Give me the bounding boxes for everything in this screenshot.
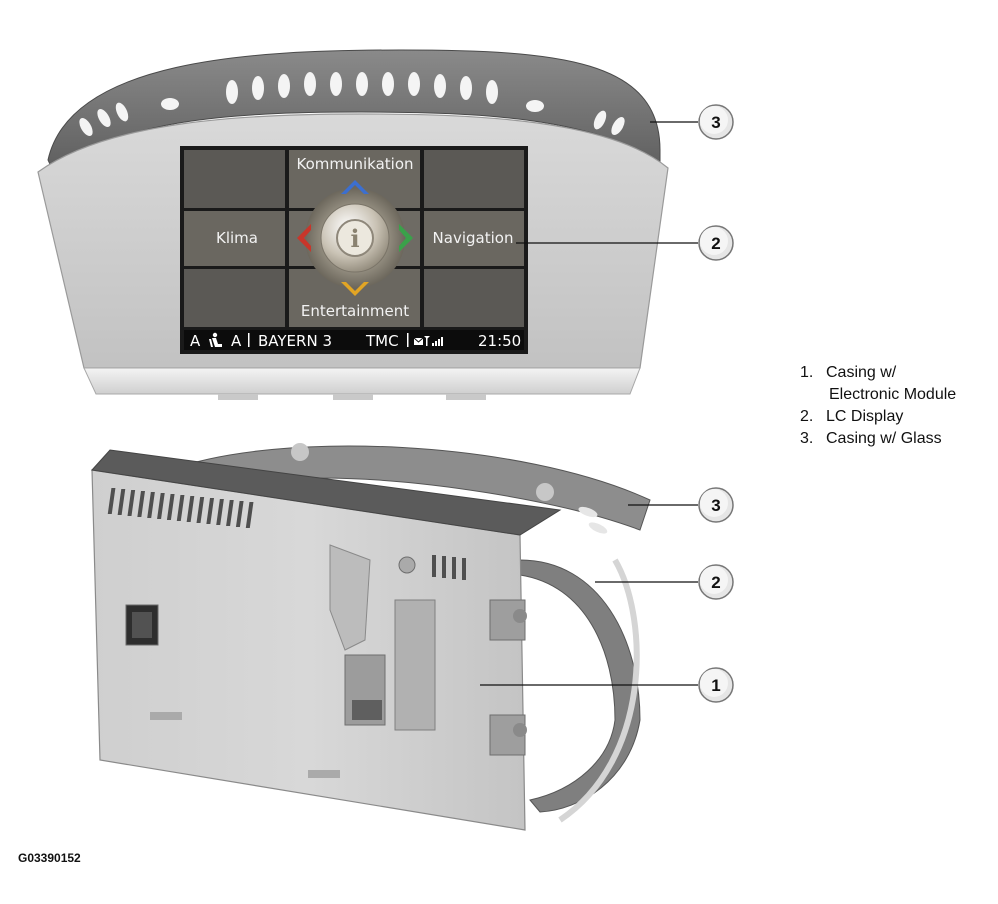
legend-item-2: 2.LC Display <box>800 408 904 425</box>
visor-casing <box>47 49 661 176</box>
menu-label-right: Navigation <box>433 229 514 247</box>
display-rear-view <box>91 443 651 831</box>
rear-latch-arm <box>329 544 371 651</box>
component-legend: 1.Casing w/ Electronic Module 2.LC Displ… <box>800 362 990 450</box>
status-station: BAYERN 3 <box>258 332 332 350</box>
callouts-top-view <box>516 121 698 244</box>
rear-module-bracket <box>394 599 436 731</box>
rear-foot <box>308 770 340 778</box>
menu-label-bottom: Entertainment <box>301 302 409 320</box>
trim-tab <box>218 394 258 400</box>
envelope-icon <box>413 337 424 345</box>
legend-item-1-continued: Electronic Module <box>829 386 957 403</box>
svg-text:i: i <box>350 224 359 253</box>
rear-glass-edge <box>558 558 640 823</box>
figure-id: G03390152 <box>18 851 81 865</box>
legend-item-3: 3.Casing w/ Glass <box>800 430 942 447</box>
arrow-down-icon <box>341 282 369 296</box>
svg-text:2: 2 <box>711 234 720 253</box>
rear-connector-inner <box>132 612 152 638</box>
lc-display-screen: i Kommunikation Klima Navigation Enterta… <box>180 146 528 354</box>
arrow-up-icon <box>341 180 369 194</box>
callout-badge-2-top: 2 <box>698 225 734 261</box>
visor-vents <box>79 72 625 137</box>
status-time: 21:50 <box>478 332 521 350</box>
status-tmc: TMC <box>365 332 399 350</box>
rear-display-arc <box>519 559 641 813</box>
status-right-a: A <box>231 332 242 350</box>
rear-housing-top <box>91 449 562 536</box>
seat-person-icon <box>209 332 222 347</box>
rear-housing-vents <box>107 488 466 580</box>
rear-screw <box>513 609 527 623</box>
rear-foot <box>150 712 182 720</box>
arrow-left-icon <box>297 224 311 252</box>
callout-badge-3-rear: 3 <box>698 487 734 523</box>
rear-screw <box>398 556 416 574</box>
callouts-rear-view <box>480 504 698 686</box>
trim-tab <box>446 394 486 400</box>
svg-text:2: 2 <box>711 573 720 592</box>
arrow-right-icon <box>399 224 413 252</box>
rear-screw <box>513 723 527 737</box>
trim-tab <box>333 394 373 400</box>
legend-item-1: 1.Casing w/ <box>800 364 897 381</box>
menu-label-top: Kommunikation <box>296 155 413 173</box>
callout-badge-2-rear: 2 <box>698 564 734 600</box>
status-separator <box>407 333 409 347</box>
signal-bars-icon <box>424 336 443 346</box>
rear-visor-vents <box>291 443 608 534</box>
bottom-trim <box>83 367 641 395</box>
callout-badge-1-rear: 1 <box>698 667 734 703</box>
display-front-view: i Kommunikation Klima Navigation Enterta… <box>37 49 669 400</box>
svg-text:3: 3 <box>711 113 720 132</box>
rear-connector-pins <box>352 700 382 720</box>
svg-text:3: 3 <box>711 496 720 515</box>
status-left-a: A <box>190 332 201 350</box>
callout-badge-3-top: 3 <box>698 104 734 140</box>
menu-label-left: Klima <box>216 229 258 247</box>
status-separator <box>248 333 250 347</box>
svg-text:1: 1 <box>711 676 720 695</box>
info-icon: i <box>336 219 374 257</box>
